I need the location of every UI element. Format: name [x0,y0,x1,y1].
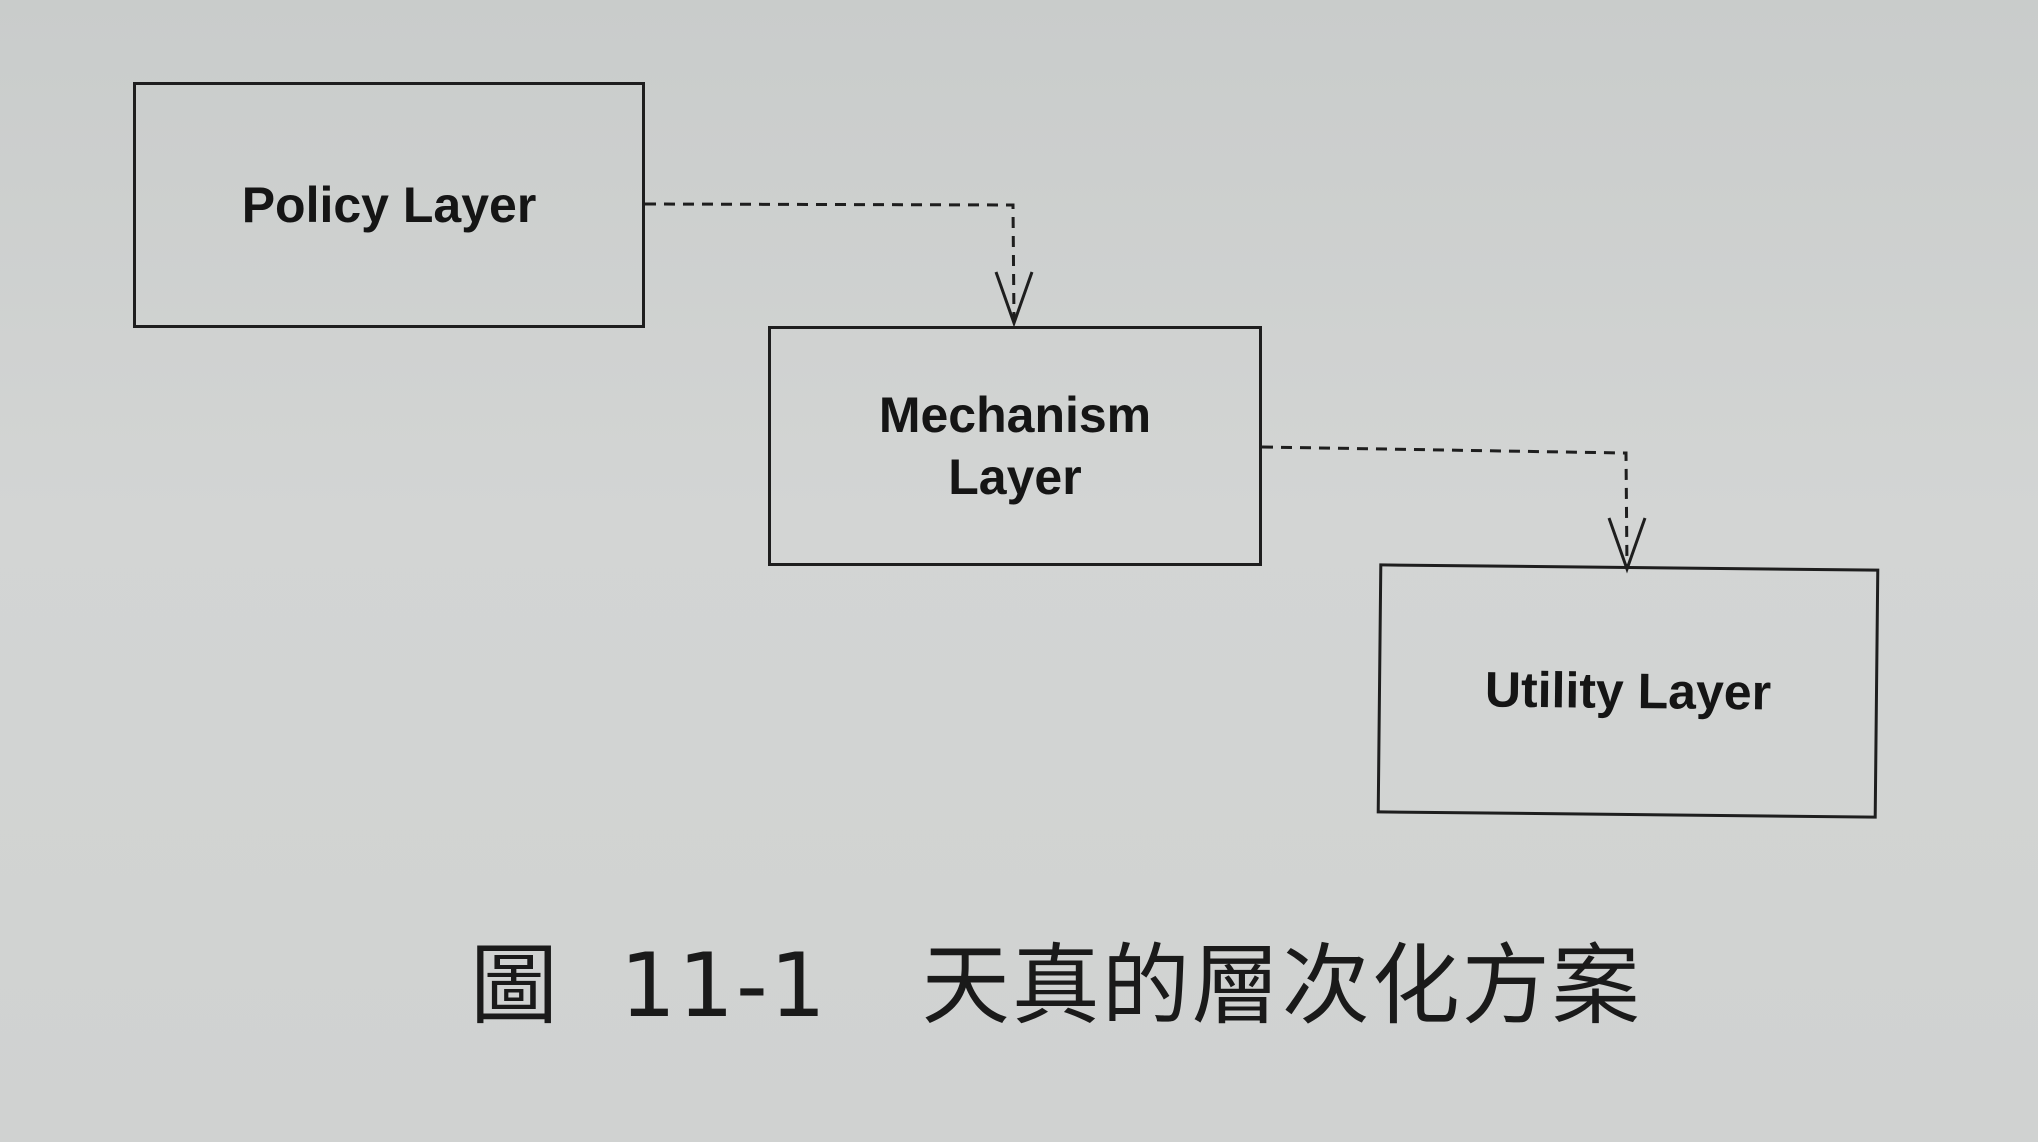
policy-to-mechanism-arrow [644,202,1016,323]
caption-prefix: 圖 [470,934,561,1037]
mechanism-layer-label: Mechanism Layer [878,387,1152,505]
policy-layer-label: Policy Layer [241,177,537,233]
utility-layer-label: Utility Layer [1484,661,1772,721]
mechanism-to-utility-arrow [1261,445,1629,569]
policy-to-mechanism-arrowhead [994,271,1034,328]
mechanism-layer-box: Mechanism Layer [768,326,1262,566]
mechanism-to-utility-arrowhead [1607,517,1647,574]
figure-caption: 圖 11-1 天真的層次化方案 [470,915,1642,1042]
caption-title: 天真的層次化方案 [921,934,1642,1037]
policy-layer-box: Policy Layer [133,82,645,328]
caption-number: 11-1 [620,934,828,1037]
utility-layer-box: Utility Layer [1376,563,1880,819]
